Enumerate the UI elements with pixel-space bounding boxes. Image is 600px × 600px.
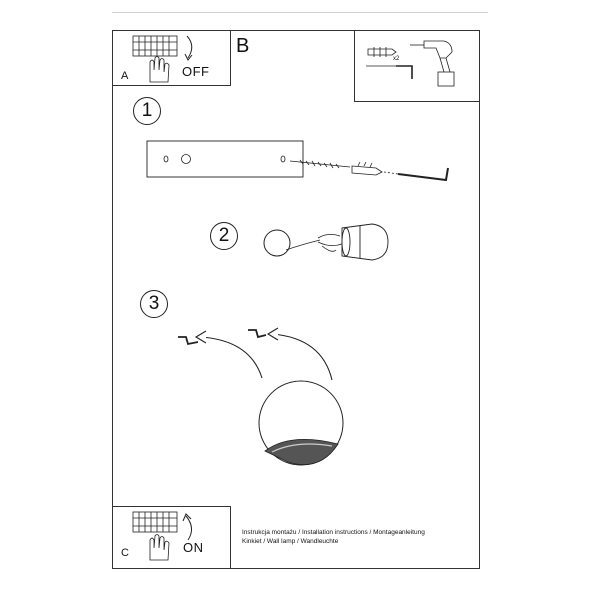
arrowhead-icon <box>182 513 192 522</box>
top-rule <box>112 12 488 13</box>
arrowhead-left-icon <box>194 330 207 344</box>
caption-product: Kinkiet / Wall lamp / Wandleuchte <box>242 538 339 545</box>
step-2-badge: 2 <box>210 222 238 250</box>
bulb-icon <box>263 229 291 257</box>
dowel-icon <box>351 161 383 176</box>
switch-down-arrow-icon <box>186 35 193 59</box>
panel-b-letter: B <box>236 35 250 57</box>
arrow-left-curve <box>199 336 263 379</box>
panel-c-letter: C <box>121 547 129 559</box>
lamp-shade-icon <box>258 380 344 466</box>
panel-switch-off <box>112 30 231 86</box>
lamp-socket-icon <box>341 223 389 261</box>
fuse-box-icon <box>132 511 178 533</box>
allen-key-icon <box>397 167 449 182</box>
hand-icon <box>149 56 170 83</box>
panel-a-letter: A <box>121 70 129 82</box>
screw-count-label: x2 <box>393 56 400 62</box>
bracket-slot-left <box>163 155 169 163</box>
switch-up-arrow-icon <box>185 515 192 541</box>
step-1-badge: 1 <box>133 97 161 125</box>
arrowhead-icon <box>184 53 193 61</box>
drill-icon <box>410 40 455 87</box>
screw-icon <box>366 65 413 79</box>
fixing-screw-icon <box>289 159 351 169</box>
hand-icon <box>149 534 170 561</box>
off-label: OFF <box>182 64 210 79</box>
bracket-slot-right <box>280 155 286 163</box>
arrow-right-curve <box>271 333 333 381</box>
fuse-box-icon <box>132 35 178 57</box>
allen-key-left-icon <box>178 336 199 346</box>
step-3-badge: 3 <box>140 290 168 318</box>
wires-icon <box>317 234 343 252</box>
instruction-sheet-frame <box>112 30 480 569</box>
bracket-hole <box>181 154 191 164</box>
allen-key-right-icon <box>248 329 267 339</box>
panel-switch-on <box>112 506 231 569</box>
wall-plug-icon <box>367 47 397 57</box>
caption-instructions: Instrukcja montażu / Installation instru… <box>242 529 425 536</box>
mounting-bracket <box>146 140 304 178</box>
wire-icon <box>285 239 321 251</box>
on-label: ON <box>183 540 204 555</box>
arrowhead-right-icon <box>266 327 279 341</box>
